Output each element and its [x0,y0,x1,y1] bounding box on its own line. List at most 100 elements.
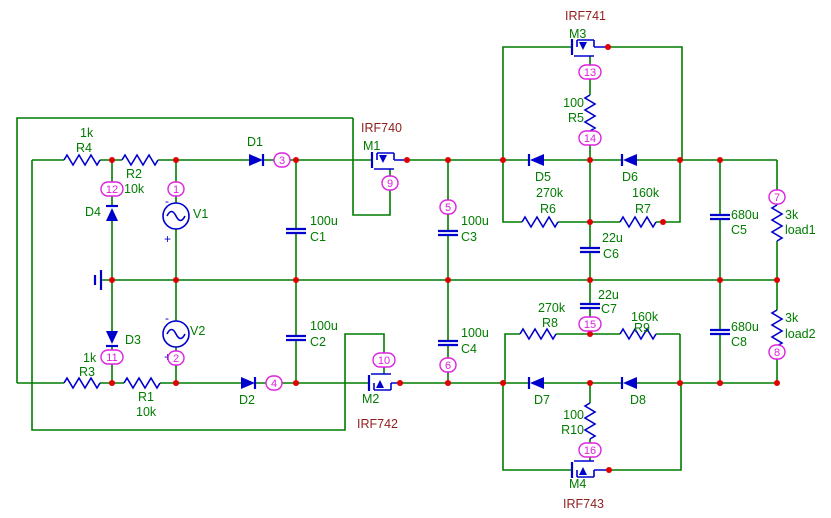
resistor-r7[interactable]: 160k R7 [619,186,660,229]
mosfet-m1[interactable]: M1 IRF740 [361,121,407,170]
resistor-value: 10k [124,182,145,196]
capacitor-ref: C3 [461,230,477,244]
source-v1[interactable]: - + V1 [162,194,208,246]
capacitor-value: 100u [461,326,489,340]
resistor-zigzag [123,376,161,390]
resistor-ref: R4 [76,141,92,155]
mosfet-part-number: IRF742 [357,417,398,431]
diode-ref: D5 [535,170,551,184]
mosfet-m4[interactable]: M4 IRF743 [563,460,609,511]
node-badge-12: 12 [100,181,124,197]
mosfet-ref: M3 [569,27,586,41]
node-number: 9 [387,178,393,190]
capacitor-c3[interactable]: 100u C3 [438,214,489,244]
resistor-value: 100 [563,96,584,110]
source-ref: V2 [190,324,205,338]
diode-d3[interactable]: D3 [106,331,141,348]
mosfet-m3[interactable]: M3 IRF741 [565,9,608,57]
capacitor-plates [438,339,458,347]
diode-d4[interactable]: D4 [85,204,118,221]
resistor-r5[interactable]: 100 R5 [563,94,597,132]
mosfet-body [374,152,407,170]
node-badge-14: 14 [578,130,602,146]
diode-ref: D1 [247,135,263,149]
node-number: 4 [271,378,277,390]
capacitor-c5[interactable]: 680u C5 [710,208,759,237]
mosfet-part-number: IRF741 [565,9,606,23]
resistor-ref: load1 [785,223,816,237]
node-number: 6 [445,360,451,372]
wire-r6-r7-row [502,160,681,280]
resistor-ref: R7 [635,202,651,216]
capacitor-c7[interactable]: 22u C7 [580,288,619,316]
node-number: 14 [584,133,596,145]
resistor-load2[interactable]: 3k load2 [770,309,816,347]
resistor-ref: R8 [542,316,558,330]
capacitor-c8[interactable]: 680u C8 [710,320,759,349]
resistor-r8[interactable]: 270k R8 [519,301,566,341]
source-circle [162,320,190,348]
capacitor-plates [710,213,730,221]
node-number: 7 [774,192,780,204]
resistor-r3[interactable]: 1k R3 [63,351,101,390]
node-badge-2: 2 [167,350,185,366]
resistor-r2[interactable]: R2 10k [121,153,159,196]
resistor-ref: R1 [138,390,154,404]
source-ref: V1 [193,207,208,221]
resistor-value: 270k [536,186,564,200]
diode-d2[interactable]: D2 [239,377,257,407]
diode-triangle [530,154,544,166]
capacitor-ref: C7 [601,302,617,316]
mosfet-ref: M2 [362,392,379,406]
diode-ref: D6 [622,170,638,184]
resistor-zigzag [619,327,657,341]
node-badge-13: 13 [578,64,602,80]
resistor-value: 1k [83,351,97,365]
resistor-ref: load2 [785,327,816,341]
capacitor-value: 22u [598,288,619,302]
node-badges: 1 2 3 4 5 6 7 8 9 10 11 12 13 14 15 16 [100,64,786,458]
capacitor-c4[interactable]: 100u C4 [438,326,489,356]
diode-d7[interactable]: D7 [527,377,550,407]
node-number: 16 [584,445,596,457]
node-badge-3: 3 [273,152,291,168]
diode-d8[interactable]: D8 [620,377,646,407]
diode-ref: D4 [85,205,101,219]
diode-d5[interactable]: D5 [527,154,551,184]
diode-ref: D8 [630,393,646,407]
capacitor-value: 100u [310,214,338,228]
resistor-ref: R10 [561,423,584,437]
resistor-r9[interactable]: 160k R9 [619,310,659,341]
diode-triangle [623,154,637,166]
diode-d6[interactable]: D6 [620,154,638,184]
junction-dots [109,44,780,473]
capacitor-ref: C6 [603,247,619,261]
node-badge-11: 11 [100,349,124,365]
capacitor-c2[interactable]: 100u C2 [286,319,338,349]
resistor-r1[interactable]: R1 10k [123,376,161,419]
resistor-load1[interactable]: 3k load1 [770,204,816,242]
resistor-r10[interactable]: 100 R10 [561,402,597,440]
diode-d1[interactable]: D1 [247,135,265,166]
capacitor-c6[interactable]: 22u C6 [580,231,623,261]
resistor-r4[interactable]: 1k R4 [63,126,101,167]
resistor-value: 160k [631,310,659,324]
node-number: 10 [378,355,390,367]
capacitor-plates [286,334,306,342]
diode-triangle [623,377,637,389]
reference-terminal-symbol[interactable] [93,270,103,290]
source-circle [162,202,190,230]
mosfet-m2[interactable]: M2 IRF742 [357,373,400,431]
resistor-zigzag [583,402,597,440]
node-badge-10: 10 [372,352,396,368]
capacitor-c1[interactable]: 100u C1 [286,214,338,244]
node-badge-8: 8 [768,344,786,360]
diode-triangle [106,331,118,344]
capacitor-plates [438,229,458,237]
resistor-ref: R2 [126,167,142,181]
arrow-icon [579,467,587,475]
arrow-icon [579,42,587,50]
sine-icon [166,210,186,222]
resistor-r6[interactable]: 270k R6 [521,186,564,229]
